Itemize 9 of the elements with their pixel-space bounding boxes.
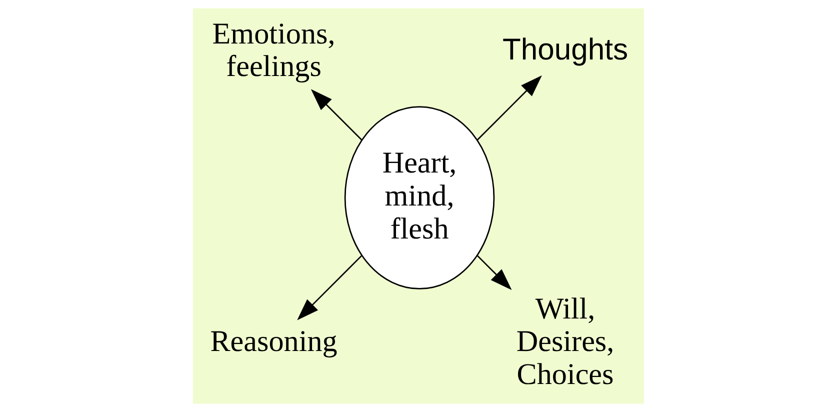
arrow bbox=[477, 75, 542, 140]
node-text: Reasoning bbox=[210, 324, 338, 358]
node-text: Thoughts bbox=[502, 34, 628, 67]
arrow bbox=[310, 89, 362, 140]
arrow bbox=[297, 255, 362, 320]
arrow bbox=[477, 255, 512, 290]
node-text: Emotions, feelings bbox=[212, 16, 336, 84]
node-text: Will, Desires, Choices bbox=[516, 291, 614, 392]
node-ellipse: Heart, mind, flesh bbox=[344, 106, 495, 290]
